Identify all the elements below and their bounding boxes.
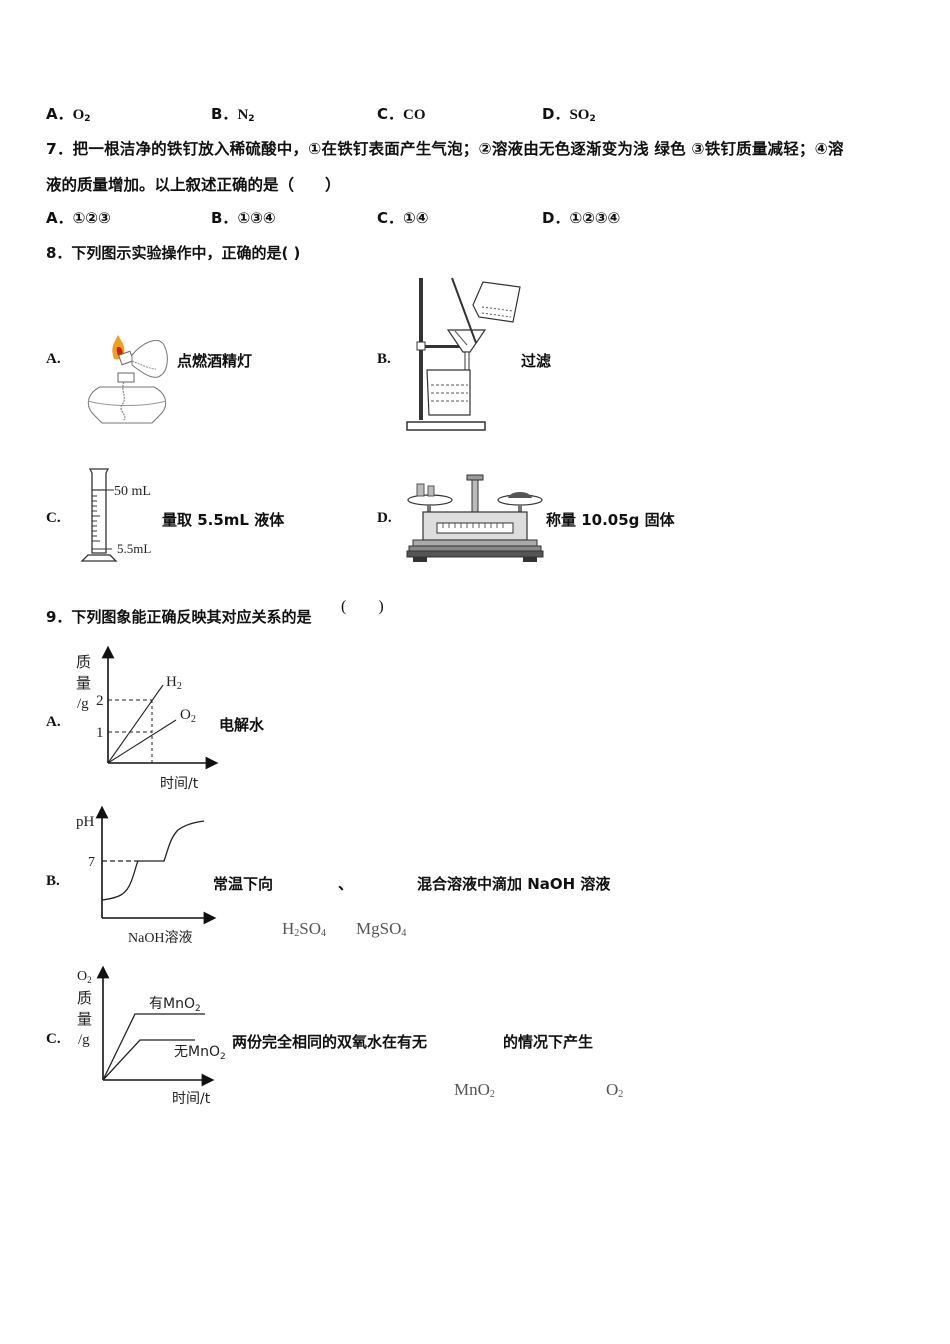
graph-c-series-without: 无MnO [174,1044,220,1060]
graph-a-series-h2: H [166,674,177,690]
filtration-apparatus-illustration [406,277,521,431]
graph-c-ylabel-3: /g [78,1032,90,1048]
q9-option-a-label[interactable]: A. [46,714,61,730]
q9-answer-paren: ( ) [341,598,384,615]
q7-option-c[interactable]: C．①④ [377,209,429,227]
q6-option-d[interactable]: D．SO2 [542,105,596,124]
graph-a-ylabel-3: /g [77,696,89,712]
q9-option-c-formula-mno2: MnO2 [454,1080,495,1100]
q8-option-b-text: 过滤 [521,352,552,370]
cylinder-bottom-mark: 5.5mL [117,541,151,556]
q8-option-c-label[interactable]: C. [46,510,61,526]
q9-option-a-text: 电解水 [219,716,265,734]
q8-option-b-label[interactable]: B. [377,351,391,367]
q9-option-b-label[interactable]: B. [46,873,60,889]
q7-stem-line2: 液的质量增加。以上叙述正确的是（ ） [46,176,341,194]
q9-option-c-label[interactable]: C. [46,1031,61,1047]
svg-text:有MnO2: 有MnO2 [149,996,201,1014]
q8-option-d-label[interactable]: D. [377,510,392,526]
q7-option-b[interactable]: B．①③④ [211,209,276,227]
graph-a-tick-1: 1 [96,725,104,741]
q6-option-a[interactable]: A．O2 [46,105,91,124]
q8-option-d-text: 称量 10.05g 固体 [546,511,675,529]
svg-text:O2: O2 [180,707,196,725]
q9-option-c-text-b: 的情况下产生 [503,1033,594,1051]
q9-stem: 9．下列图象能正确反映其对应关系的是 [46,608,312,626]
graph-c-ylabel-1: 质 [77,989,92,1007]
q7-option-d[interactable]: D．①②③④ [542,209,621,227]
q9-option-c-text-a: 两份完全相同的双氧水在有无 [232,1033,428,1051]
q6-option-b[interactable]: B．N2 [211,105,255,124]
q9-option-b-formula-mgso4: MgSO4 [356,919,407,939]
graph-a-ylabel-1: 质 [76,653,91,671]
q9-option-b-text-a: 常温下向 [213,875,274,893]
q9-option-b-separator: 、 [338,875,354,893]
graph-c-series-with: 有MnO [149,996,195,1012]
q8-option-a-label[interactable]: A. [46,351,61,367]
graph-b-xlabel: NaOH溶液 [128,930,193,946]
graph-c-ylabel-2: 量 [77,1010,92,1028]
q9-option-b-text-b: 混合溶液中滴加 NaOH 溶液 [417,875,611,893]
cylinder-top-mark: 50 mL [114,484,151,499]
graph-a-series-o2: O [180,707,191,723]
q9-option-c-formula-o2: O2 [606,1080,624,1100]
q6-option-c[interactable]: C．CO [377,105,426,123]
q9-option-b-formula-h2so4: H2SO4 [282,919,327,939]
q7-option-a[interactable]: A．①②③ [46,209,111,227]
alcohol-lamp-illustration [87,335,168,424]
graph-c-ylabel-o2: O [77,969,87,984]
graph-c-xlabel: 时间/t [172,1091,211,1107]
graph-a-tick-2: 2 [96,693,104,709]
graph-b-ylabel: pH [76,814,95,830]
q7-stem-line1: 7．把一根洁净的铁钉放入稀硫酸中，①在铁钉表面产生气泡；②溶液由无色逐渐变为浅 … [46,140,844,158]
q8-option-a-text: 点燃酒精灯 [177,352,253,370]
svg-text:H2: H2 [166,674,182,692]
q8-stem: 8．下列图示实验操作中，正确的是( ) [46,244,301,262]
svg-text:无MnO2: 无MnO2 [174,1044,226,1062]
graph-a-xlabel: 时间/t [160,776,199,792]
balance-scale-illustration [406,474,544,562]
q8-option-c-text: 量取 5.5mL 液体 [162,511,285,529]
svg-text:O2: O2 [77,969,92,985]
graph-b-tick-7: 7 [88,855,95,870]
graph-a-ylabel-2: 量 [76,674,91,692]
graduated-cylinder-illustration: 50 mL 5.5mL [80,468,151,562]
